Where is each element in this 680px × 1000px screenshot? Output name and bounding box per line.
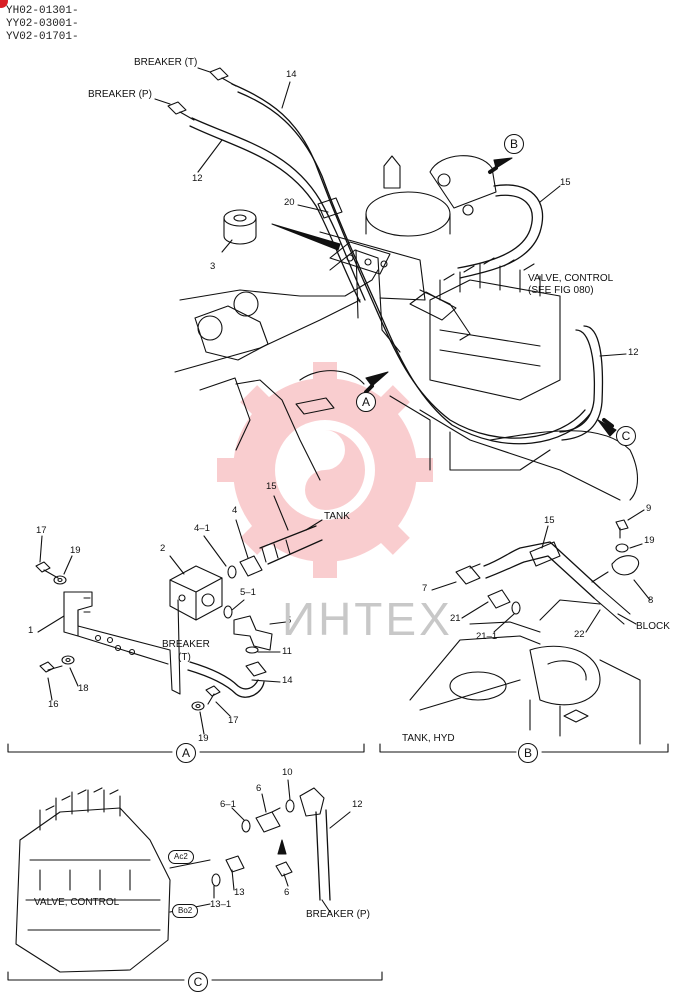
callout-b-9: 9 xyxy=(646,503,652,514)
callout-a-15: 15 xyxy=(266,481,277,492)
label-tank-hyd: TANK, HYD xyxy=(402,733,455,744)
callout-c-12: 12 xyxy=(352,799,363,810)
view-marker-b: B xyxy=(504,134,524,154)
label-c-valve-control: VALVE, CONTROL xyxy=(34,897,120,908)
callout-c-6-1: 6–1 xyxy=(220,799,236,810)
callout-12: 12 xyxy=(192,173,203,184)
callout-a-18: 18 xyxy=(78,683,89,694)
callout-a-1: 1 xyxy=(28,625,34,636)
callout-a-14: 14 xyxy=(282,675,293,686)
callout-a-2: 2 xyxy=(160,543,166,554)
callout-a-17b: 17 xyxy=(228,715,239,726)
label-c-breaker-p: BREAKER (P) xyxy=(306,909,370,920)
callout-c-6: 6 xyxy=(256,783,262,794)
label-a-breaker-t: (T) xyxy=(178,652,191,663)
watermark-text: ИHTEX xyxy=(282,593,453,645)
label-breaker-p: BREAKER (P) xyxy=(88,89,152,100)
serial-line-1: YH02-01301- xyxy=(6,5,79,17)
callout-12-right: 12 xyxy=(628,347,639,358)
callout-b-19: 19 xyxy=(644,535,655,546)
callout-b-8: 8 xyxy=(648,595,654,606)
detail-b-title: B xyxy=(518,743,538,763)
callout-a-16: 16 xyxy=(48,699,59,710)
callout-b-21: 21 xyxy=(450,613,461,624)
callout-c-13-1: 13–1 xyxy=(210,899,232,910)
callout-b-21-1: 21–1 xyxy=(476,631,498,642)
detail-a-title: A xyxy=(176,743,196,763)
callout-a-19: 19 xyxy=(70,545,81,556)
callout-c-6b: 6 xyxy=(284,887,290,898)
view-marker-a: A xyxy=(356,392,376,412)
callout-a-4: 4 xyxy=(232,505,238,516)
callout-b-22: 22 xyxy=(574,629,585,640)
label-block: BLOCK xyxy=(636,621,670,632)
bracket-1 xyxy=(63,591,181,695)
callout-20: 20 xyxy=(284,197,295,208)
red-corner-tab xyxy=(0,0,8,8)
breaker-p-fitting xyxy=(167,101,195,121)
view-marker-c: C xyxy=(616,426,636,446)
callout-a-5-1: 5–1 xyxy=(240,587,256,598)
label-breaker-t: BREAKER (T) xyxy=(134,57,198,68)
label-valve-control: VALVE, CONTROL xyxy=(528,273,614,284)
rubber-mount-3 xyxy=(221,209,257,253)
callout-b-7: 7 xyxy=(422,583,428,594)
callout-a-4-1: 4–1 xyxy=(194,523,210,534)
callout-a-11: 11 xyxy=(282,646,292,657)
callout-a-5: 5 xyxy=(286,615,292,626)
callout-a-17: 17 xyxy=(36,525,47,536)
label-tank: TANK xyxy=(324,511,350,522)
callout-c-10: 10 xyxy=(282,767,293,778)
callout-15: 15 xyxy=(560,177,571,188)
valve-bank-c xyxy=(15,787,171,973)
port-label-ac2: Ac2 xyxy=(168,850,194,864)
detail-c-title: C xyxy=(188,972,208,992)
watermark-gear-logo xyxy=(217,362,433,578)
callout-a-19b: 19 xyxy=(198,733,209,744)
callout-b-15: 15 xyxy=(544,515,555,526)
callout-3: 3 xyxy=(210,261,216,272)
callout-c-13: 13 xyxy=(234,887,245,898)
label-see-fig: (SEE FIG 080) xyxy=(528,285,594,296)
breaker-t-fitting xyxy=(209,67,237,87)
callout-14: 14 xyxy=(286,69,297,80)
elbow-5 xyxy=(233,615,273,651)
block-2 xyxy=(169,565,223,621)
label-a-breaker: BREAKER xyxy=(162,639,210,650)
port-label-bo2: Bo2 xyxy=(172,904,199,918)
serial-line-3: YV02-01701- xyxy=(6,31,79,43)
serial-line-2: YY02-03001- xyxy=(6,18,79,30)
